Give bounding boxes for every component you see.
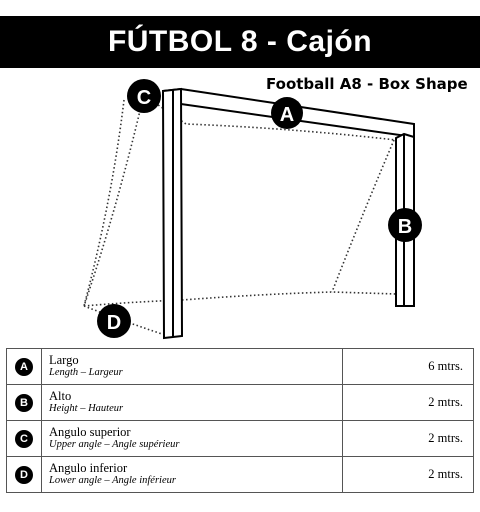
net-left-back	[83, 99, 125, 307]
net-back-bottom	[181, 291, 397, 301]
marker-d: D	[97, 304, 131, 338]
badge-b: B	[15, 394, 33, 412]
spec-label: Angulo superior	[49, 425, 131, 439]
goal-diagram: C A B D	[83, 79, 422, 340]
goal-net	[83, 95, 397, 335]
table-row: D Angulo inferior Lower angle – Angle in…	[6, 456, 474, 493]
diagram-subtitle: Football A8 - Box Shape	[266, 75, 468, 93]
spec-sublabel: Upper angle – Angle supérieur	[49, 439, 180, 450]
spec-value: 6 mtrs.	[342, 348, 474, 385]
spec-sublabel: Height – Hauteur	[49, 403, 124, 414]
spec-label: Alto	[49, 389, 72, 403]
spec-value: 2 mtrs.	[342, 456, 474, 493]
marker-c: C	[127, 79, 161, 113]
title-bar: FÚTBOL 8 - Cajón	[0, 16, 480, 68]
spec-value: 2 mtrs.	[342, 384, 474, 421]
badge-a: A	[15, 358, 33, 376]
badge-d: D	[15, 466, 33, 484]
spec-label: Angulo inferior	[49, 461, 128, 475]
spec-sublabel: Lower angle – Angle inférieur	[49, 475, 176, 486]
table-row: C Angulo superior Upper angle – Angle su…	[6, 420, 474, 457]
spec-label: Largo	[49, 353, 79, 367]
table-row: A Largo Length – Largeur 6 mtrs.	[6, 348, 474, 385]
marker-d-label: D	[107, 312, 121, 334]
table-row: B Alto Height – Hauteur 2 mtrs.	[6, 384, 474, 421]
marker-a-label: A	[280, 104, 294, 126]
spec-sublabel: Length – Largeur	[49, 367, 123, 378]
badge-c: C	[15, 430, 33, 448]
net-top-edge	[144, 95, 397, 141]
net-right-back	[331, 139, 395, 293]
marker-c-label: C	[137, 87, 151, 109]
marker-b: B	[388, 208, 422, 242]
spec-table: A Largo Length – Largeur 6 mtrs. B Alto …	[6, 348, 474, 493]
spec-value: 2 mtrs.	[342, 420, 474, 457]
marker-b-label: B	[398, 216, 412, 238]
marker-a: A	[271, 97, 303, 129]
net-left-side	[83, 97, 144, 307]
page-title: FÚTBOL 8 - Cajón	[107, 25, 373, 58]
